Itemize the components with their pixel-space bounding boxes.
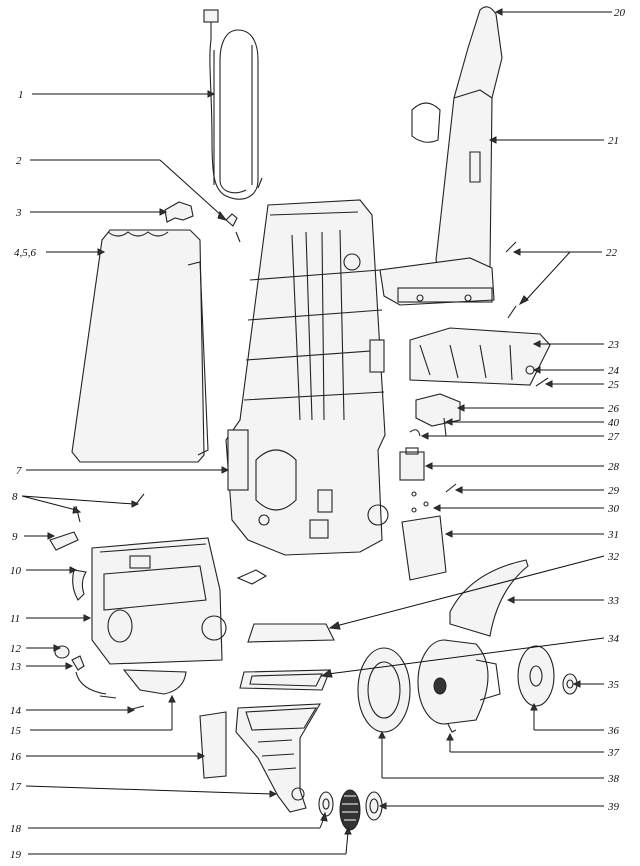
- leader-lines: [21, 8, 612, 855]
- callout-18: 18: [10, 823, 22, 835]
- callout-35: 35: [607, 679, 620, 691]
- callout-20: 20: [614, 7, 626, 19]
- motor-part-37: [417, 639, 501, 733]
- disc-part-36: [517, 645, 555, 707]
- callout-22: 22: [606, 247, 618, 259]
- pedal-part-15: [122, 669, 187, 695]
- callout-4-5-6: 4,5,6: [14, 247, 37, 259]
- callout-27: 27: [608, 431, 620, 443]
- small-parts-30: [411, 491, 429, 513]
- callout-14: 14: [10, 705, 22, 717]
- callout-15: 15: [10, 725, 22, 737]
- fan-housing-part-17: [235, 703, 321, 813]
- bag-panel-part: [71, 229, 209, 463]
- cover-part-31: [401, 515, 447, 581]
- clip-part-9: [49, 531, 79, 551]
- bracket-plate-part: [409, 327, 551, 386]
- screw-part-22: [505, 241, 517, 319]
- washer-part-18: [318, 791, 334, 817]
- callout-2: 2: [16, 155, 22, 167]
- main-body-part: [225, 199, 389, 556]
- callout-7: 7: [16, 465, 22, 477]
- screw-part-25: [535, 377, 549, 387]
- switch-part-28: [399, 447, 425, 481]
- callout-10: 10: [10, 565, 22, 577]
- screw-part-14: [99, 695, 145, 711]
- callout-28: 28: [608, 461, 620, 473]
- callout-37: 37: [607, 747, 620, 759]
- filter-frame-part-34: [239, 669, 331, 691]
- callout-1: 1: [18, 89, 24, 101]
- filter-part-32: [247, 623, 335, 643]
- screw-part-29: [445, 483, 457, 493]
- clip-part-27: [409, 429, 421, 437]
- latch-part-26: [415, 393, 461, 437]
- callout-32: 32: [607, 551, 620, 563]
- door-part-33: [449, 559, 529, 637]
- cord-guide-part-13: [71, 655, 107, 695]
- front-cover-part-11: [91, 537, 227, 665]
- loose-clip: [236, 569, 268, 585]
- callout-30: 30: [607, 503, 620, 515]
- callout-17: 17: [10, 781, 22, 793]
- callout-19: 19: [10, 849, 22, 861]
- callout-29: 29: [608, 485, 620, 497]
- callout-25: 25: [608, 379, 620, 391]
- callout-3: 3: [15, 207, 22, 219]
- handle-part: [379, 6, 503, 306]
- power-cord-part: [203, 9, 263, 200]
- callout-9: 9: [12, 531, 18, 543]
- panel-part-16: [199, 711, 227, 779]
- callout-23: 23: [608, 339, 620, 351]
- callout-31: 31: [607, 529, 619, 541]
- callout-40: 40: [608, 417, 620, 429]
- callout-26: 26: [608, 403, 620, 415]
- callout-12: 12: [10, 643, 22, 655]
- hook-part-3: [164, 201, 194, 223]
- screw-part-8: [75, 493, 145, 523]
- callout-13: 13: [10, 661, 22, 673]
- callout-16: 16: [10, 751, 22, 763]
- clip-part-2: [225, 213, 241, 243]
- callout-11: 11: [10, 613, 20, 625]
- nozzle-part-10: [72, 569, 87, 601]
- fan-part-19: [339, 789, 361, 831]
- gasket-part-38: [357, 647, 411, 733]
- callout-labels: 1 2 3 4,5,6 7 8 9 10 11 12 13 14 15 16 1…: [10, 7, 626, 861]
- callout-38: 38: [607, 773, 620, 785]
- callout-21: 21: [608, 135, 619, 147]
- callout-8: 8: [12, 491, 18, 503]
- callout-36: 36: [607, 725, 620, 737]
- callout-34: 34: [607, 633, 620, 645]
- callout-39: 39: [607, 801, 620, 813]
- callout-24: 24: [608, 365, 620, 377]
- callout-33: 33: [607, 595, 620, 607]
